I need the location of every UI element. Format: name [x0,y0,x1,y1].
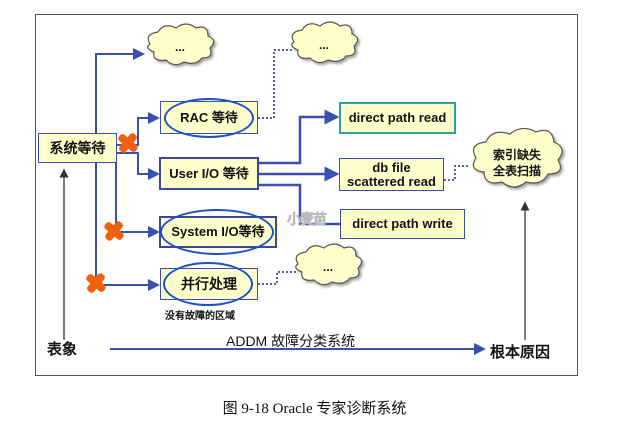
connector-userio-to-dpr [258,109,340,165]
no-fault-area-label: 没有故障的区域 [165,311,235,322]
diagram-frame [35,14,578,376]
dotted-rac-to-cloud [258,49,292,119]
connector-system-to-userio [116,152,160,180]
dotted-dbfile-to-cloud [444,165,470,181]
fault-cross-parallel [86,273,106,293]
dotted-parallel-to-cloud [258,271,296,285]
figure-caption: 图 9-18 Oracle 专家诊断系统 [222,401,407,417]
node-system-io-wait: System I/O等待 [159,216,277,248]
cloud-top-right [291,21,359,64]
connector-userio-to-dpw [258,183,340,226]
node-direct-path-read: direct path read [339,102,456,134]
node-system-wait: 系统等待 [38,133,117,163]
connector-system-to-top-cloud [95,48,145,140]
cloud-top-right-text: ... [318,38,329,52]
cloud-top-left-text: ... [174,40,185,54]
symptom-label: 表象 [47,341,78,358]
root-cause-label: 根本原因 [490,344,551,361]
node-db-file-scattered-read: db file scattered read [339,158,444,191]
watermark: 小麦苗 [287,211,328,228]
node-direct-path-write: direct path write [340,209,465,239]
cloud-root-cause [472,127,563,188]
connector-system-to-parallel [95,160,160,291]
node-parallel-processing: 并行处理 [160,268,258,300]
db-file-line2: scattered read [347,173,436,189]
node-rac-wait: RAC 等待 [160,101,258,134]
cloud-root-cause-text: 索引缺失 全表扫描 [482,148,552,179]
node-user-io-wait: User I/O 等待 [159,157,259,190]
cloud-top-left [147,23,215,66]
root-cause-line2: 全表扫描 [492,163,541,178]
cloud-parallel [295,243,363,286]
fault-cross-sysio [104,221,124,241]
cloud-parallel-text: ... [322,260,333,274]
addm-axis-label: ADDM 故障分类系统 [226,333,356,349]
root-cause-line1: 索引缺失 [492,148,541,162]
db-file-line1: db file [372,159,411,175]
fault-cross-rac [118,133,138,153]
